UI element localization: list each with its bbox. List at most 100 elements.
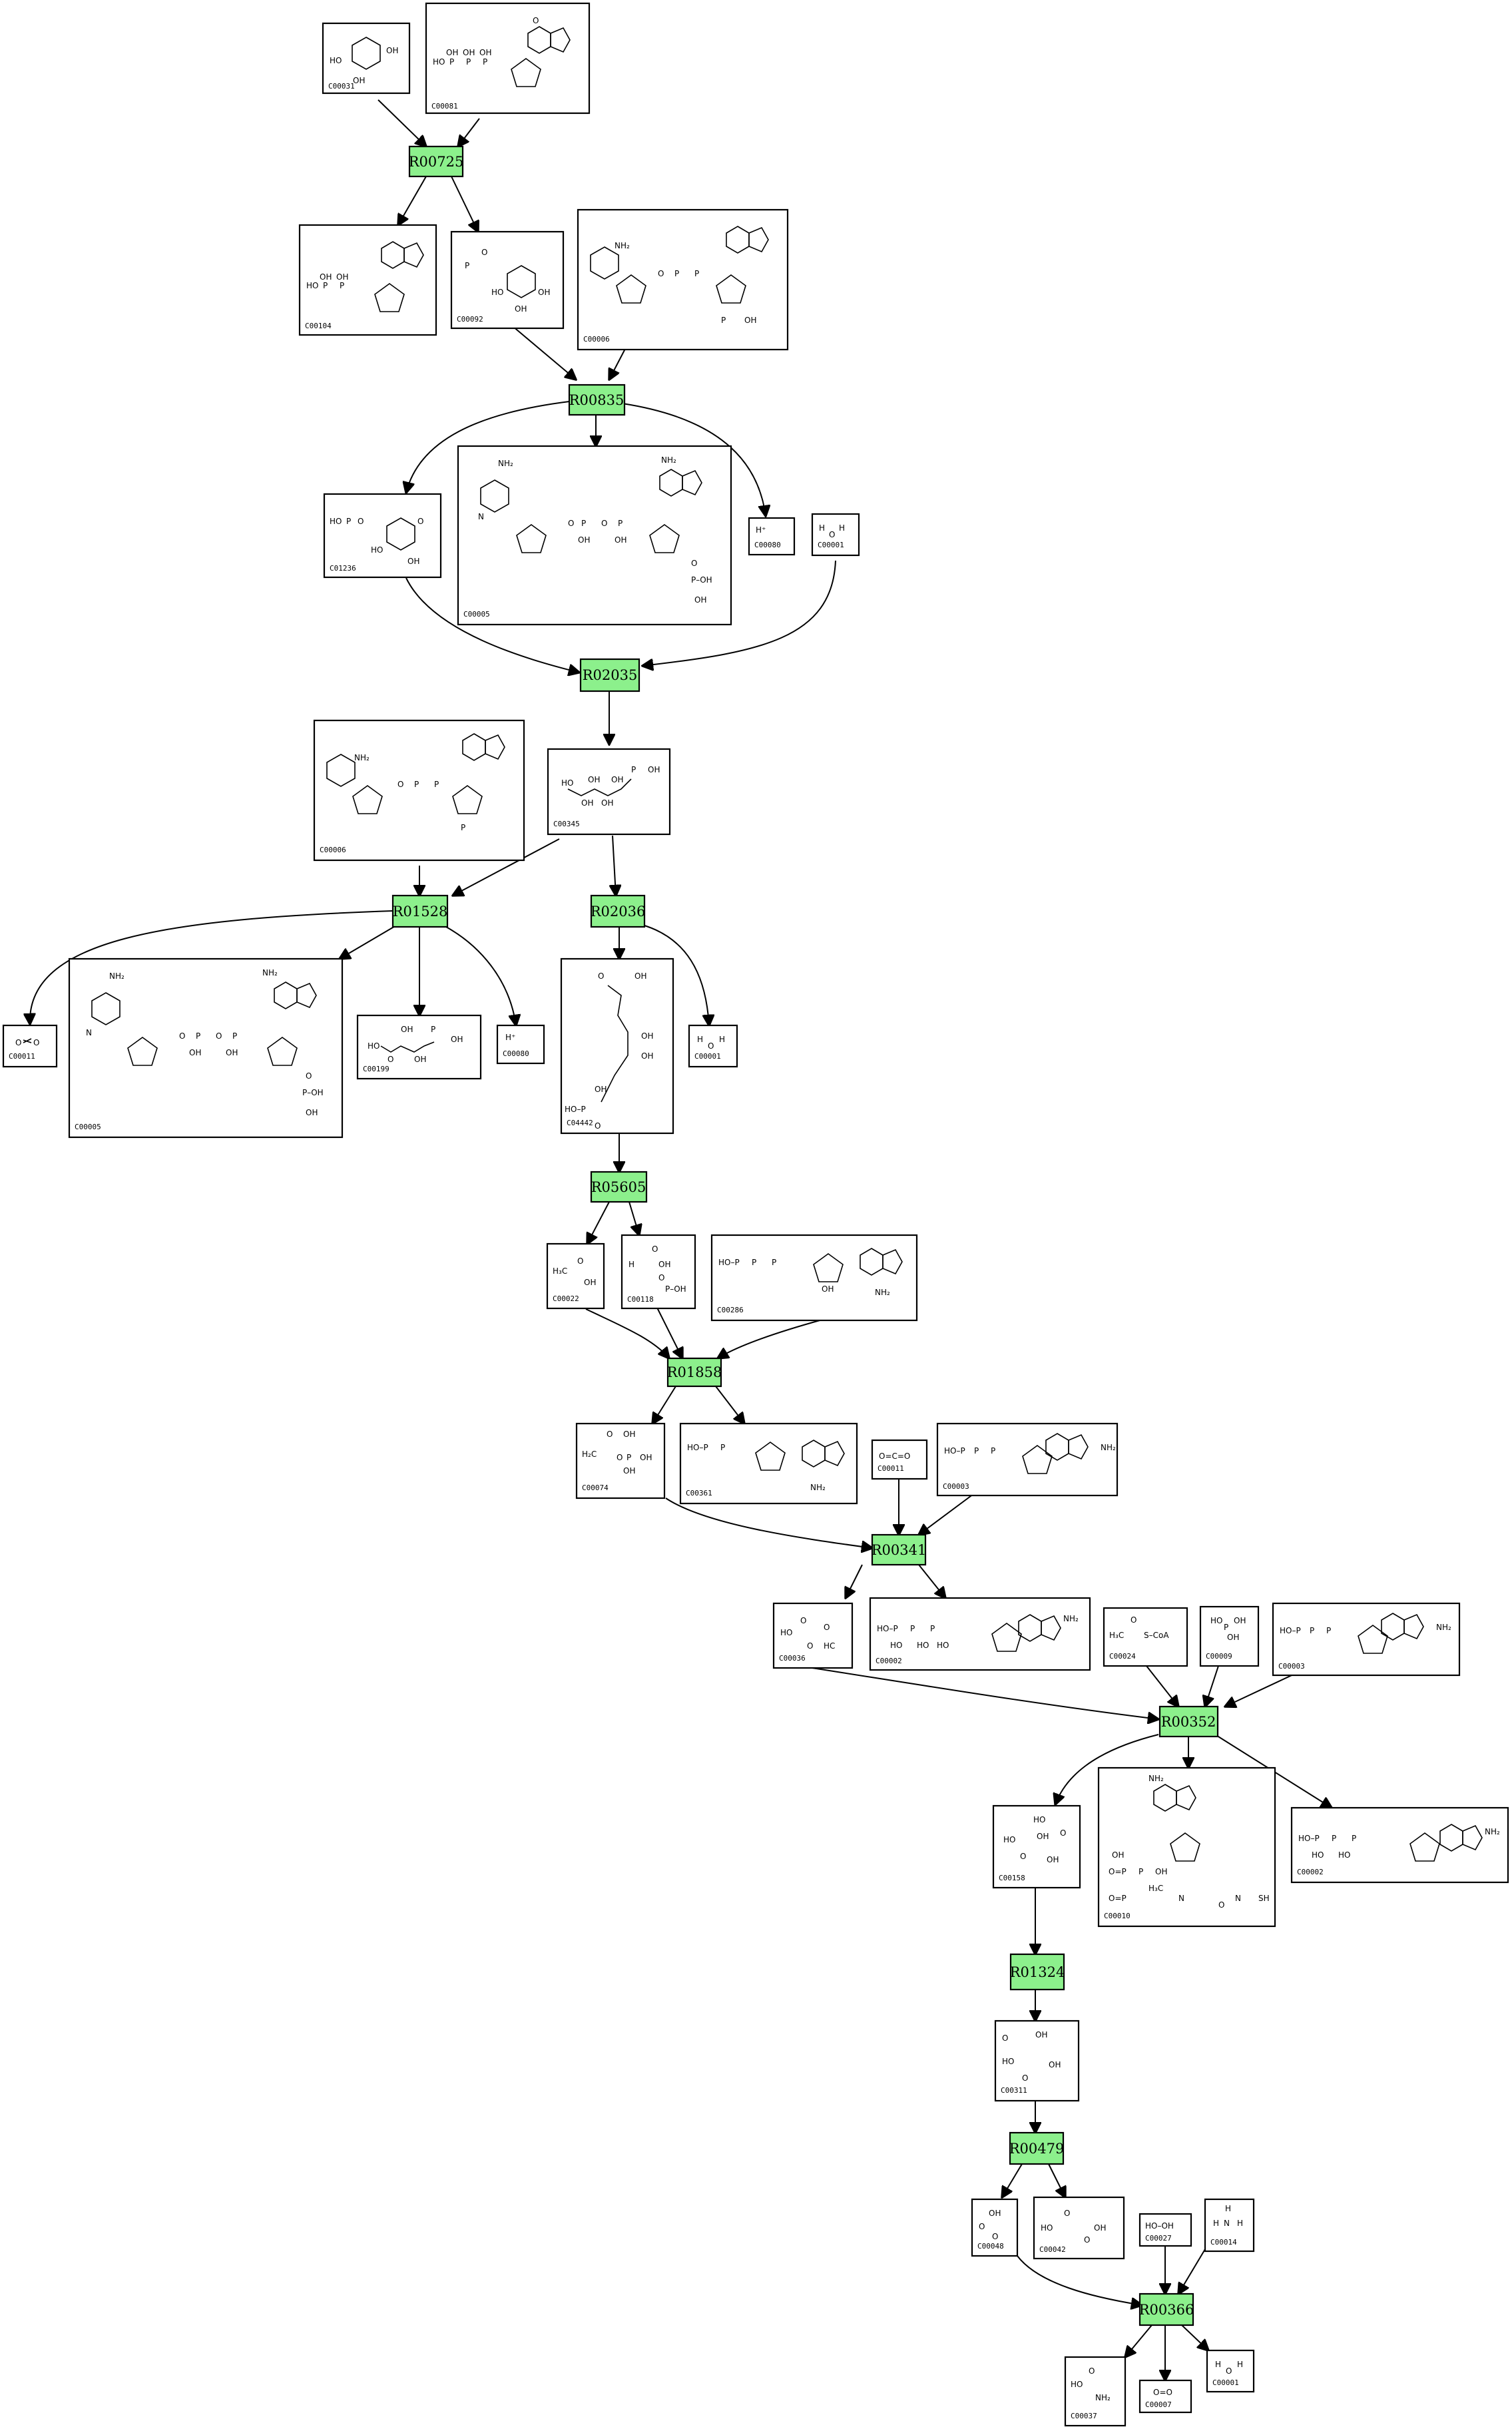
svg-text:P: P	[232, 1031, 237, 1041]
compound-c00011: O=C=O C00011	[871, 1439, 928, 1480]
compound-id: C00003	[1278, 1662, 1305, 1671]
reaction-node-r01324[interactable]: R01324	[1010, 1953, 1065, 1991]
svg-text:O: O	[387, 1055, 393, 1064]
svg-text:O: O	[800, 1616, 806, 1625]
svg-text:HO–P: HO–P	[687, 1443, 708, 1452]
compound-id: C00010	[1104, 1912, 1131, 1920]
svg-text:O: O	[179, 1031, 185, 1041]
edge	[812, 1667, 1158, 1719]
svg-text:O: O	[1002, 2033, 1008, 2043]
compound-c00104: HO P P OH OH C00104	[298, 224, 437, 336]
reaction-node-r02035[interactable]: R02035	[579, 658, 640, 692]
svg-text:O: O	[568, 519, 574, 528]
svg-text:H: H	[629, 1260, 634, 1269]
svg-text:OH: OH	[601, 798, 613, 808]
compound-id: C00027	[1145, 2234, 1172, 2243]
svg-text:R00352: R00352	[1161, 1714, 1216, 1730]
svg-text:OH: OH	[226, 1048, 238, 1057]
svg-text:OH: OH	[1049, 2060, 1061, 2069]
reaction-node-r01858[interactable]: R01858	[667, 1357, 722, 1388]
reaction-node-r00835[interactable]: R00835	[568, 384, 626, 416]
svg-text:P: P	[721, 316, 726, 325]
reaction-node-r00366[interactable]: R00366	[1139, 2293, 1194, 2326]
edge	[585, 1308, 669, 1358]
compound-c00005: NH₂ N O P O P OH OH NH₂ O P–OH OH C00005	[457, 445, 732, 626]
svg-text:P: P	[434, 780, 439, 789]
edge	[398, 176, 427, 225]
reaction-node-r00352[interactable]: R00352	[1158, 1705, 1219, 1738]
edge	[587, 1201, 610, 1244]
svg-text:O: O	[216, 1031, 222, 1041]
edge	[451, 176, 478, 232]
compound-c00031: HO OH OH C00031	[322, 22, 411, 95]
compound-id: C00014	[1210, 2238, 1237, 2247]
reaction-node-r00341[interactable]: R00341	[872, 1533, 927, 1566]
svg-text:R00366: R00366	[1139, 2302, 1194, 2318]
svg-text:OH: OH	[353, 76, 365, 85]
svg-text:OH: OH	[595, 1085, 607, 1094]
compound-id: C00286	[717, 1306, 744, 1314]
svg-text:O: O	[481, 248, 487, 257]
compound-c00009: HO P OH OH C00009	[1199, 1605, 1260, 1667]
compound-id: C00037	[1071, 2412, 1097, 2420]
svg-text:R01528: R01528	[393, 904, 448, 920]
svg-text:OH: OH	[640, 1453, 652, 1462]
reaction-node-r02036[interactable]: R02036	[591, 894, 646, 928]
compound-c00158: HO HO OH O O OH C00158	[992, 1804, 1081, 1889]
svg-text:O: O	[992, 2232, 998, 2241]
svg-text:OH: OH	[615, 535, 627, 545]
reaction-node-r00725[interactable]: R00725	[409, 145, 464, 178]
edge	[453, 838, 560, 896]
svg-text:OH: OH	[658, 1260, 670, 1269]
svg-text:O: O	[15, 1038, 21, 1047]
compound-c00014: H H N H C00014	[1204, 2198, 1255, 2253]
svg-text:P: P	[674, 269, 679, 278]
svg-text:O: O	[1131, 1615, 1136, 1625]
compound-c00024: H₃C O S–CoA C00024	[1103, 1607, 1188, 1667]
compound-id: C00080	[503, 1049, 529, 1058]
compound-id: C00006	[320, 846, 346, 854]
compound-c00036: HO O O O HC C00036	[772, 1602, 854, 1669]
compound-id: C00345	[553, 820, 580, 828]
reaction-node-r05605[interactable]: R05605	[590, 1171, 648, 1203]
svg-text:R00479: R00479	[1009, 2141, 1065, 2157]
svg-text:O: O	[1022, 2073, 1028, 2083]
svg-text:H₃C: H₃C	[553, 1266, 567, 1276]
svg-text:OH: OH	[623, 1430, 635, 1439]
compound-c00345: HO OH OH P OH OH OH C00345	[547, 748, 671, 836]
edge	[644, 925, 709, 1025]
svg-text:HO–P: HO–P	[1298, 1834, 1320, 1843]
svg-text:O: O	[708, 1041, 714, 1051]
svg-text:H: H	[719, 1035, 725, 1044]
svg-text:OH: OH	[648, 765, 660, 774]
svg-text:NH₂: NH₂	[810, 1483, 826, 1492]
svg-text:P: P	[1352, 1834, 1356, 1843]
svg-text:O: O	[397, 780, 403, 789]
svg-text:R01324: R01324	[1010, 1964, 1065, 1980]
edge	[378, 99, 426, 146]
svg-text:P: P	[631, 765, 636, 774]
svg-text:O: O	[824, 1623, 830, 1632]
svg-text:O: O	[829, 530, 835, 539]
svg-text:O=O: O=O	[1153, 2388, 1172, 2397]
edge	[655, 1304, 682, 1358]
svg-text:OH: OH	[694, 595, 706, 605]
compound-c00048: OH O O C00048	[971, 2198, 1019, 2257]
svg-text:R05605: R05605	[591, 1179, 646, 1195]
compound-c00003: HO–P P P NH₂ C00003	[936, 1422, 1119, 1497]
svg-text:OH: OH	[189, 1048, 201, 1057]
svg-text:HO–P: HO–P	[944, 1446, 965, 1456]
compound-id: C00361	[686, 1489, 712, 1497]
edge	[1125, 2324, 1152, 2357]
reaction-node-r00479[interactable]: R00479	[1009, 2131, 1065, 2165]
compound-id: C00011	[878, 1464, 904, 1473]
compound-c00005: NH₂ N O P O P OH OH NH₂ O P–OH OH C00005	[68, 957, 344, 1139]
compound-id: C01236	[330, 564, 356, 573]
svg-text:O: O	[652, 1244, 658, 1254]
svg-text:O: O	[1064, 2209, 1070, 2218]
svg-text:N: N	[1235, 1894, 1241, 1903]
reaction-node-r01528[interactable]: R01528	[391, 894, 449, 928]
svg-text:P: P	[1310, 1626, 1314, 1635]
svg-text:OH: OH	[1155, 1867, 1167, 1876]
svg-text:OH: OH	[1047, 1855, 1059, 1864]
